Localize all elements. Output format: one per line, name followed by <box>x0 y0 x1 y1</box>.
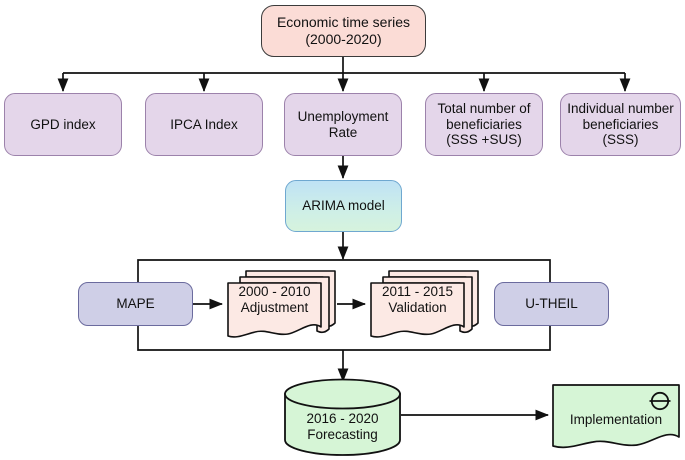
node-validation-label: 2011 - 2015 Validation <box>381 284 454 315</box>
node-u-theil-label: U-THEIL <box>525 296 578 312</box>
node-gpd-index[interactable]: GPD index <box>4 93 122 156</box>
node-forecasting-label: 2016 - 2020 Forecasting <box>306 411 379 442</box>
implementation-doc-shape <box>552 384 680 449</box>
node-ipca-index-label: IPCA Index <box>170 116 238 132</box>
node-arima-model[interactable]: ARIMA model <box>285 180 402 232</box>
node-individual-beneficiaries[interactable]: Individual number beneficiaries (SSS) <box>560 93 681 156</box>
node-individual-beneficiaries-label: Individual number beneficiaries (SSS) <box>567 100 674 148</box>
node-total-beneficiaries[interactable]: Total number of beneficiaries (SSS +SUS) <box>425 93 543 156</box>
node-ipca-index[interactable]: IPCA Index <box>145 93 263 156</box>
node-validation[interactable]: 2011 - 2015 Validation <box>367 268 480 340</box>
node-adjustment[interactable]: 2000 - 2010 Adjustment <box>224 268 337 340</box>
edge-evaluation-group-box <box>137 259 551 351</box>
node-mape-label: MAPE <box>116 296 155 312</box>
node-unemployment-rate[interactable]: Unemployment Rate <box>284 93 402 156</box>
node-economic-time-series-label: Economic time series (2000-2020) <box>276 14 411 47</box>
node-gpd-index-label: GPD index <box>30 116 96 132</box>
circle-line-icon <box>649 391 671 411</box>
node-implementation[interactable]: Implementation <box>551 383 681 455</box>
node-unemployment-rate-label: Unemployment Rate <box>297 108 389 140</box>
node-forecasting-datastore[interactable]: 2016 - 2020 Forecasting <box>283 378 402 456</box>
node-total-beneficiaries-label: Total number of beneficiaries (SSS +SUS) <box>437 100 531 148</box>
cylinder-shape <box>284 378 401 456</box>
node-arima-model-label: ARIMA model <box>302 198 385 214</box>
node-adjustment-label: 2000 - 2010 Adjustment <box>238 284 311 315</box>
validation-stack-shape <box>370 270 479 338</box>
node-implementation-label: Implementation <box>569 412 663 428</box>
node-u-theil[interactable]: U-THEIL <box>494 282 609 326</box>
adjustment-stack-shape <box>227 270 336 338</box>
node-economic-time-series[interactable]: Economic time series (2000-2020) <box>261 5 426 57</box>
node-mape[interactable]: MAPE <box>78 282 193 326</box>
